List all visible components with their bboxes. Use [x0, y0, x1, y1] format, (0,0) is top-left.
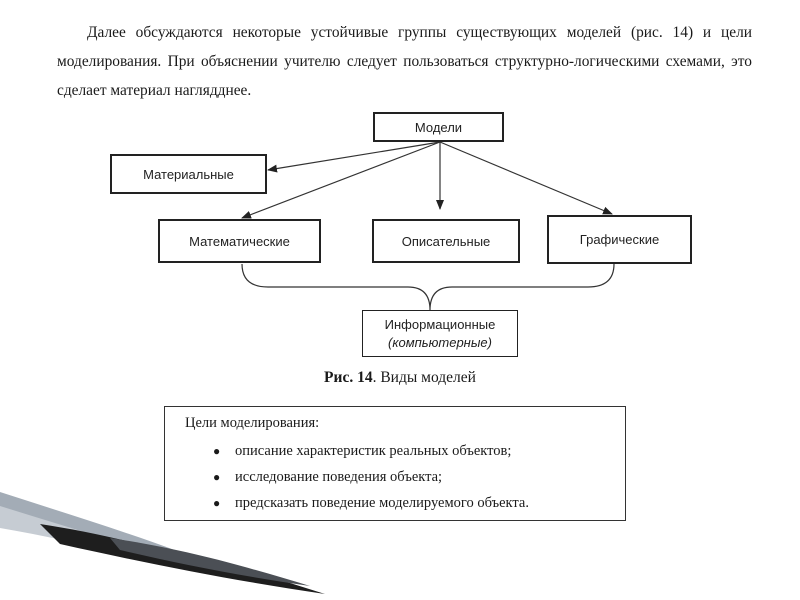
bullet-icon: ● — [213, 470, 221, 484]
math-label: Математические — [189, 233, 290, 249]
figure-caption: Рис. 14. Виды моделей — [0, 369, 800, 387]
goals-item-text: предсказать поведение моделируемого объе… — [235, 495, 529, 511]
decorative-swoosh — [0, 492, 325, 594]
graphic-box: Графические — [547, 215, 692, 264]
info-box: Информационные (компьютерные) — [362, 310, 518, 357]
figure-caption-label: Рис. 14 — [324, 369, 373, 386]
goals-item-text: описание характеристик реальных объектов… — [235, 443, 512, 459]
models-label: Модели — [414, 119, 463, 135]
info-label: Информационные — [384, 316, 496, 332]
graphic-label: Графические — [579, 232, 660, 247]
figure-caption-text: . Виды моделей — [372, 369, 476, 386]
goals-list-item: ● описание характеристик реальных объект… — [213, 438, 625, 464]
descriptive-label: Описательные — [401, 233, 491, 249]
bullet-icon: ● — [213, 444, 221, 458]
goals-list-item: ● исследование поведения объекта; — [213, 464, 625, 490]
goals-box: Цели моделирования: ● описание характери… — [164, 406, 626, 521]
goals-list: ● описание характеристик реальных объект… — [185, 438, 625, 516]
descriptive-box: Описательные — [372, 219, 520, 263]
models-box: Модели — [373, 112, 504, 142]
material-box: Материальные — [110, 154, 267, 194]
goals-item-text: исследование поведения объекта; — [235, 469, 443, 485]
goals-title: Цели моделирования: — [185, 415, 320, 431]
intro-paragraph: Далее обсуждаются некоторые устойчивые г… — [57, 24, 752, 99]
math-box: Математические — [158, 219, 321, 263]
goals-list-item: ● предсказать поведение моделируемого об… — [213, 490, 625, 516]
arrow-to-math — [241, 141, 441, 219]
material-label: Материальные — [143, 166, 234, 182]
info-sublabel: (компьютерные) — [388, 334, 492, 350]
bullet-icon: ● — [213, 496, 221, 510]
brace — [241, 263, 615, 311]
arrow-to-material — [267, 141, 441, 173]
arrow-to-graphic — [439, 141, 613, 215]
